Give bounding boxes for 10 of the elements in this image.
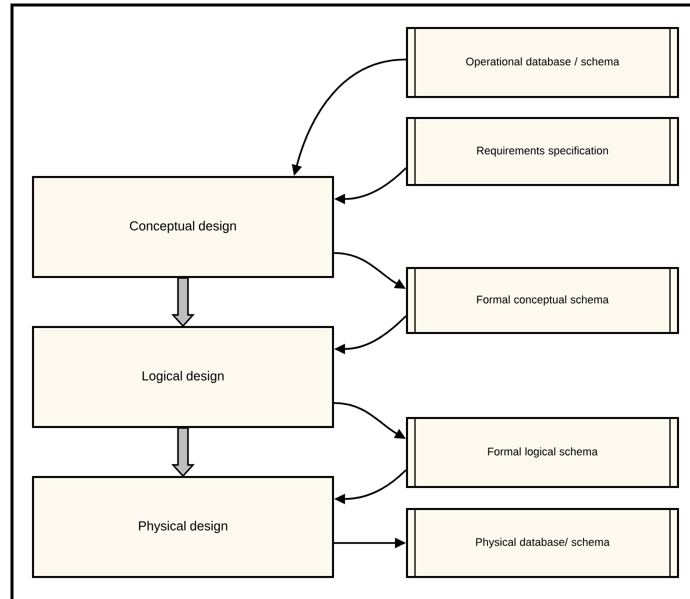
process-box: Conceptual design <box>32 176 334 278</box>
process-box: Physical design <box>32 476 334 578</box>
process-box: Logical design <box>32 326 334 428</box>
data-box: Requirements specification <box>406 117 679 186</box>
data-box: Operational database / schema <box>406 27 679 98</box>
data-box: Formal logical schema <box>406 416 679 488</box>
data-box: Formal conceptual schema <box>406 266 679 334</box>
block-arrow <box>171 277 195 328</box>
data-box: Physical database/ schema <box>406 508 679 578</box>
block-arrow <box>171 427 195 478</box>
